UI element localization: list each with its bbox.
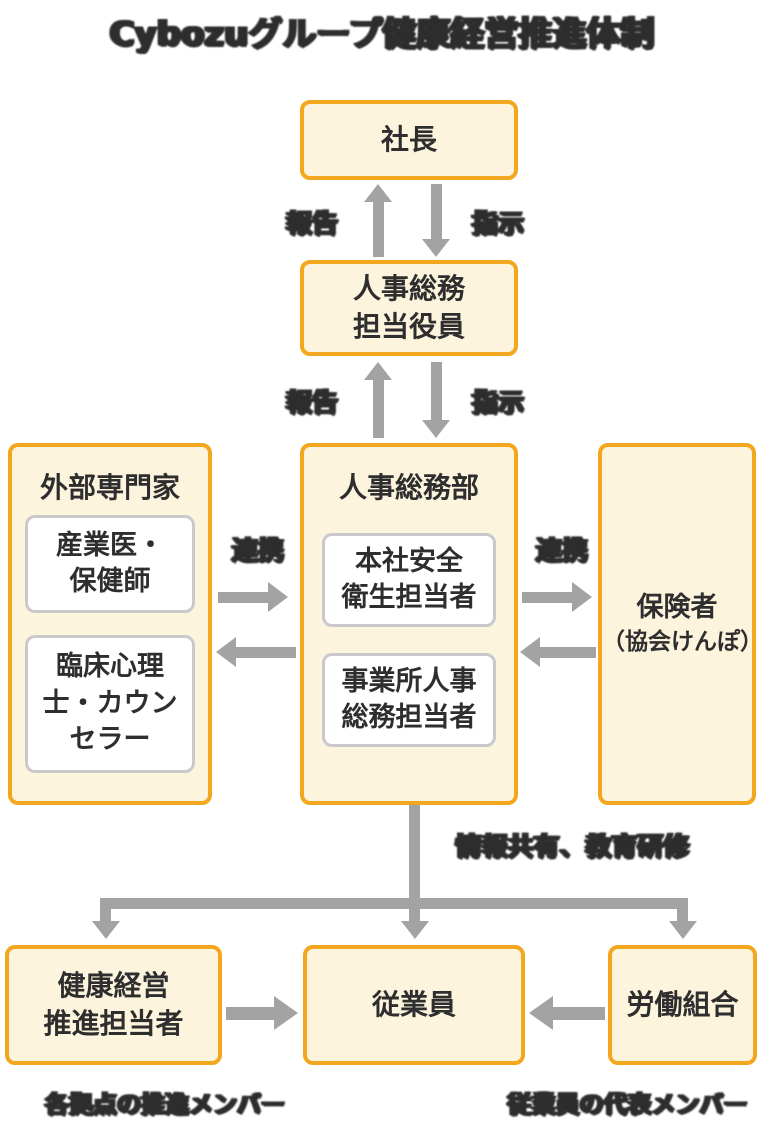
node-insurer: 保険者 （協会けんぽ） <box>598 443 763 805</box>
page-title: Cybozuグループ健康経営推進体制 <box>109 14 655 54</box>
caption-union: 従業員の代表メンバー <box>507 1090 748 1118</box>
node-hr-executive-line2: 担当役員 <box>352 310 465 343</box>
caption-promoter: 各拠点の推進メンバー <box>45 1090 285 1118</box>
label-cooperate-right: 連携 <box>535 536 588 566</box>
node-promoter-line2: 推進担当者 <box>43 1007 184 1040</box>
label-report-top: 報告 <box>285 209 338 239</box>
node-external-experts-title: 外部専門家 <box>39 471 180 504</box>
node-insurer-line1: 保険者 <box>636 592 718 624</box>
node-promoter-line1: 健康経営 <box>57 969 170 1003</box>
arrow-right-icon <box>572 582 592 612</box>
label-cooperate-left: 連携 <box>231 536 284 566</box>
arrow-down-icon <box>422 239 450 257</box>
subnode-hq-safety-officer: 本社安全 衛生担当者 <box>322 533 496 627</box>
arrow-left-icon <box>520 637 540 667</box>
arrow-down-icon <box>669 921 697 939</box>
arrow-up-icon <box>364 362 392 380</box>
label-share: 情報共有、教育研修 <box>455 832 690 862</box>
subnode-occupational-physician: 産業医・ 保健師 <box>25 515 195 613</box>
arrow-left-icon <box>216 637 236 667</box>
subnode-site-hr-officer: 事業所人事 総務担当者 <box>322 653 496 747</box>
label-instruct-top: 指示 <box>471 209 524 239</box>
label-report-mid: 報告 <box>285 388 338 418</box>
node-president: 社長 <box>300 100 518 180</box>
arrow-down-icon <box>401 921 429 939</box>
node-insurer-line2: （協会けんぽ） <box>602 628 763 655</box>
node-employees: 従業員 <box>303 945 525 1065</box>
arrow-down-icon <box>92 921 120 939</box>
arrow-right-icon <box>268 582 288 612</box>
arrow-left-icon <box>529 996 553 1030</box>
node-hr-executive: 人事総務 担当役員 <box>300 260 518 356</box>
label-instruct-mid: 指示 <box>471 388 524 418</box>
node-president-label: 社長 <box>380 123 437 157</box>
node-union: 労働組合 <box>608 945 757 1065</box>
arrow-right-icon <box>274 996 298 1030</box>
node-hr-executive-line1: 人事総務 <box>352 272 465 306</box>
node-employees-label: 従業員 <box>371 988 456 1022</box>
node-promoter: 健康経営 推進担当者 <box>5 945 222 1065</box>
arrow-down-icon <box>422 420 450 438</box>
node-union-label: 労働組合 <box>626 988 739 1022</box>
subnode-clinical-psychologist: 臨床心理 士・カウン セラー <box>25 635 195 773</box>
arrow-up-icon <box>364 184 392 202</box>
node-hr-dept-title: 人事総務部 <box>338 471 479 504</box>
